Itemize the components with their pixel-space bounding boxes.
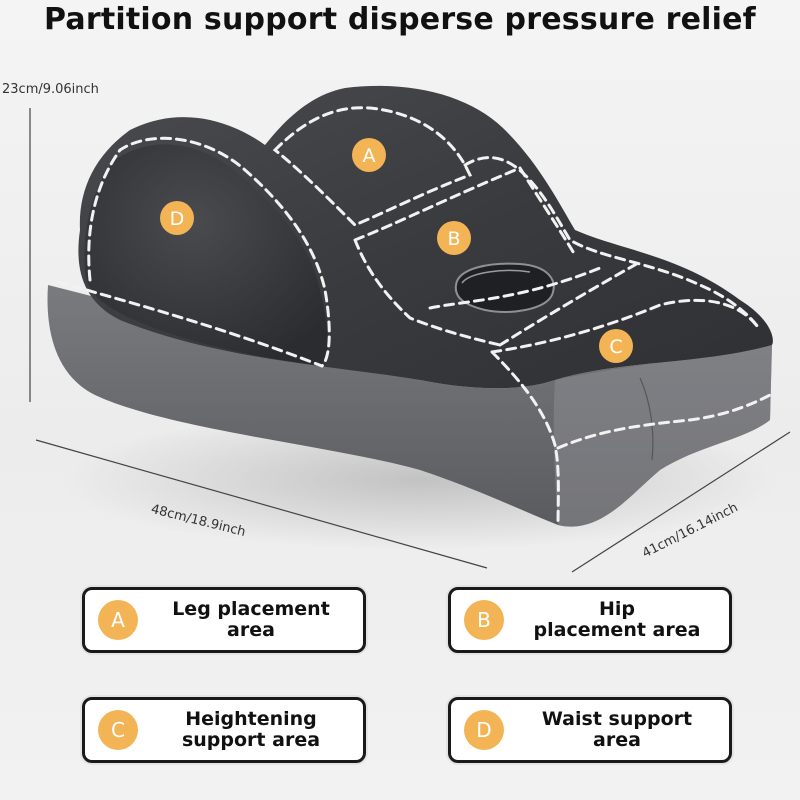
legend-c-line2: support area: [181, 729, 321, 751]
zone-d-panel: [84, 144, 328, 365]
legend-d-badge: D: [464, 710, 504, 750]
legend-b-line1: Hip: [598, 598, 635, 620]
base-edge-dashes: [556, 393, 772, 450]
legend-a-line2: area: [227, 619, 275, 641]
legend-d-line2: area: [593, 729, 641, 751]
page-title: Partition support disperse pressure reli…: [44, 2, 756, 37]
zone-d-dashes: [87, 136, 331, 368]
zone-c-dashes: [490, 298, 762, 527]
marker-b: B: [437, 221, 471, 255]
marker-a: A: [352, 138, 386, 172]
legend-a-line1: Leg placement: [172, 598, 330, 620]
width-dimension-line: [35, 439, 488, 569]
zone-d-bottom-dashes: [56, 280, 324, 368]
legend-a-badge: A: [98, 600, 138, 640]
zone-b-dashes: [353, 166, 577, 347]
height-dimension-label: 23cm/9.06inch: [2, 82, 99, 97]
marker-d: D: [160, 201, 194, 235]
legend-d-line1: Waist support: [541, 708, 693, 730]
marker-d-label: D: [170, 208, 185, 230]
marker-c-label: C: [609, 336, 622, 358]
cushion-base-front: [553, 345, 772, 527]
marker-b-label: B: [447, 228, 460, 250]
legend-c-badge: C: [98, 710, 138, 750]
depth-dimension-line: [571, 431, 791, 573]
marker-c: C: [599, 329, 633, 363]
legend-b-badge: B: [464, 600, 504, 640]
legend-b-line2: placement area: [533, 619, 701, 641]
zone-a-dashes: [272, 106, 473, 227]
cushion-base-seam: [639, 377, 654, 461]
ridge-dashes: [463, 156, 762, 332]
hip-zone-dashes: [428, 260, 642, 347]
hole-highlight: [461, 269, 531, 284]
marker-a-label: A: [363, 145, 376, 167]
legend-c-line1: Heightening: [185, 708, 317, 730]
